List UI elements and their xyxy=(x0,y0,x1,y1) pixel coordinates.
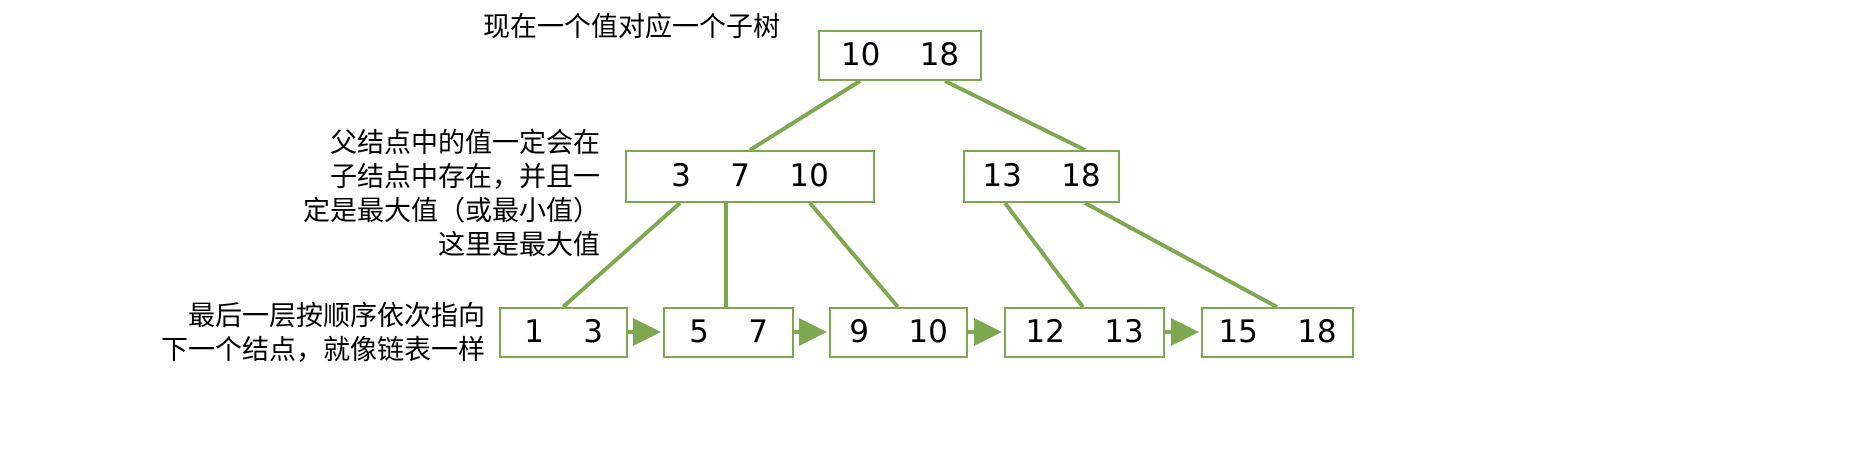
tree-node-leaf-3: 9 10 xyxy=(829,307,968,358)
annotation-leaf-rule: 最后一层按顺序依次指向 下一个结点，就像链表一样 xyxy=(161,301,485,366)
edge-internal-right-to-leaf-5 xyxy=(1084,201,1278,309)
edge-internal-right-to-leaf-4 xyxy=(1003,201,1085,309)
edge-root-to-internal-right xyxy=(944,79,1086,152)
tree-node-leaf-5: 15 18 xyxy=(1201,307,1354,358)
tree-node-leaf-2: 5 7 xyxy=(663,307,794,358)
tree-node-leaf-4: 12 13 xyxy=(1004,307,1165,358)
tree-node-internal-left: 3 7 10 xyxy=(625,150,875,203)
tree-node-root: 10 18 xyxy=(818,30,982,81)
edge-internal-left-to-leaf-3 xyxy=(808,201,900,309)
edge-root-to-internal-left xyxy=(748,79,862,152)
tree-node-leaf-1: 1 3 xyxy=(499,307,628,358)
annotation-title: 现在一个值对应一个子树 xyxy=(483,12,780,43)
tree-node-internal-right: 13 18 xyxy=(963,150,1120,203)
annotation-parent-rule: 父结点中的值一定会在 子结点中存在，并且一 定是最大值（或最小值） 这里是最大值 xyxy=(303,128,600,261)
